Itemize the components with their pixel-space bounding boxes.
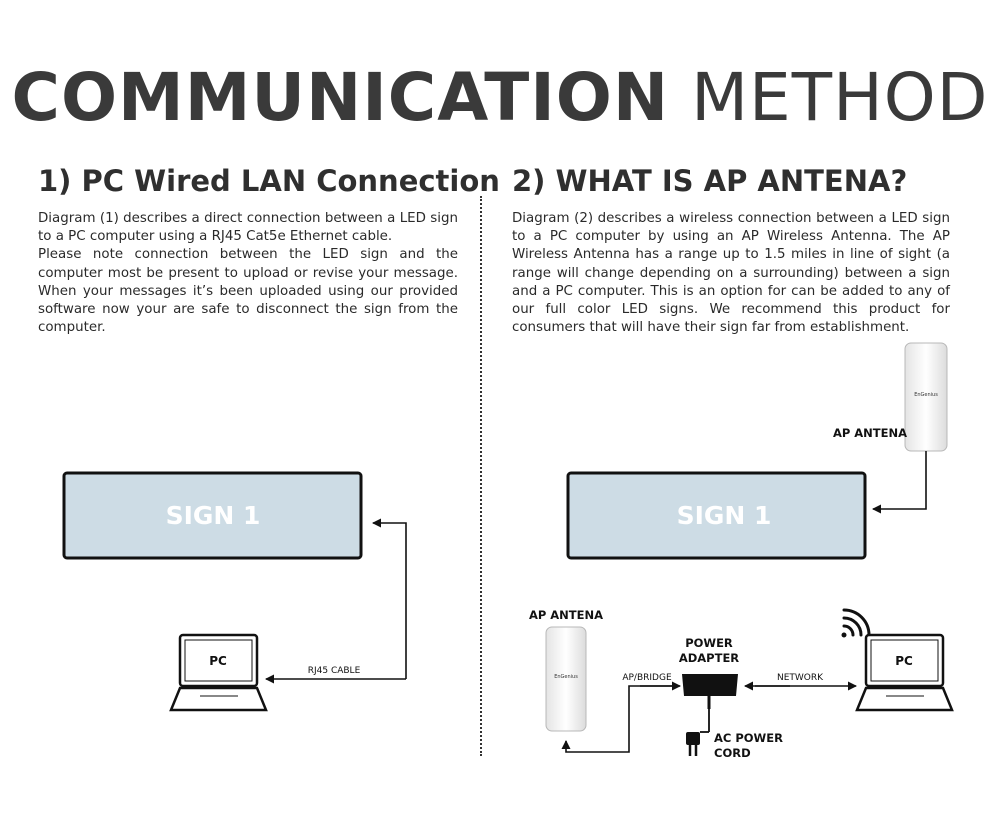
rj45-cable-line bbox=[372, 518, 407, 679]
section2-paragraph: Diagram (2) describes a wireless connect… bbox=[512, 211, 950, 336]
pc-right-label: PC bbox=[895, 654, 913, 668]
section1-description: Diagram (1) describes a direct connectio… bbox=[38, 210, 458, 337]
power-adapter-label-2: ADAPTER bbox=[679, 651, 739, 665]
wifi-icon bbox=[841, 608, 871, 638]
sign-1-left: SIGN 1 bbox=[62, 471, 363, 560]
pc-left-label: PC bbox=[209, 654, 227, 668]
antenna-bottom-brand: EnGenius bbox=[554, 674, 578, 680]
power-adapter-label-1: POWER bbox=[685, 636, 733, 650]
laptop-icon: PC bbox=[169, 633, 268, 712]
sign-1-right-label: SIGN 1 bbox=[677, 501, 772, 530]
section2-heading: 2) WHAT IS AP ANTENA? bbox=[512, 164, 908, 198]
sign-1-right: SIGN 1 bbox=[566, 471, 867, 560]
diagram-2: EnGenius AP ANTENA SIGN 1 AP ANTENA EnGe… bbox=[529, 342, 954, 760]
network-label: NETWORK bbox=[777, 673, 824, 683]
title-light: METHOD bbox=[691, 59, 989, 136]
section-divider bbox=[480, 196, 482, 756]
antenna-icon: EnGenius bbox=[545, 626, 587, 732]
ap-bridge-label: AP/BRIDGE bbox=[622, 673, 672, 683]
section1-paragraph-2: Please note connection between the LED s… bbox=[38, 247, 458, 336]
diagram-1: SIGN 1 PC RJ45 CABLE bbox=[62, 471, 407, 712]
laptop-icon: PC bbox=[855, 633, 954, 712]
sign-1-left-label: SIGN 1 bbox=[166, 501, 261, 530]
antenna-icon: EnGenius bbox=[904, 342, 948, 452]
ap-antenna-bottom-label: AP ANTENA bbox=[529, 608, 603, 622]
page-title: COMMUNICATION METHOD bbox=[0, 58, 1000, 138]
ac-power-cord-label-1: AC POWER bbox=[714, 731, 783, 745]
power-adapter-icon bbox=[682, 674, 738, 709]
section1-paragraph-1: Diagram (1) describes a direct connectio… bbox=[38, 211, 458, 245]
rj45-cable-label: RJ45 CABLE bbox=[308, 666, 361, 676]
ac-power-cord-label-2: CORD bbox=[714, 746, 751, 760]
antenna-top-brand: EnGenius bbox=[914, 392, 938, 398]
plug-icon bbox=[686, 709, 710, 756]
section2-description: Diagram (2) describes a wireless connect… bbox=[512, 210, 950, 337]
title-bold: COMMUNICATION bbox=[11, 59, 670, 136]
ap-antenna-top-label: AP ANTENA bbox=[833, 426, 907, 440]
antenna-to-sign-line bbox=[872, 451, 927, 514]
section1-heading: 1) PC Wired LAN Connection bbox=[38, 164, 500, 198]
